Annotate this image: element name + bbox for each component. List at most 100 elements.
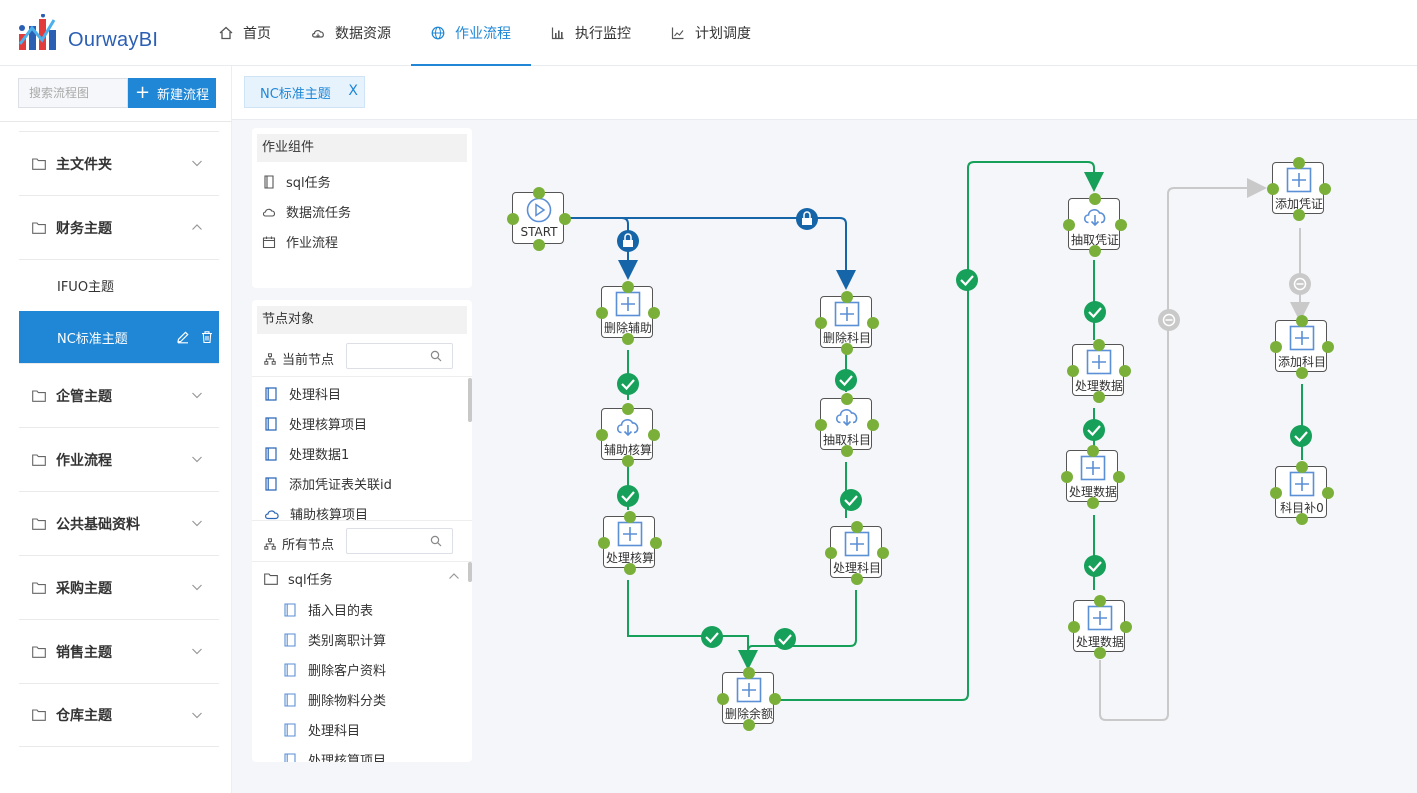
all-node-item[interactable]: 删除客户资料 (284, 660, 386, 679)
port-left[interactable] (507, 213, 519, 225)
flow-node-start[interactable]: START (507, 187, 571, 251)
flow-search-input[interactable]: 搜索流程图 (18, 78, 128, 108)
connector-n7-n8[interactable] (772, 161, 1104, 701)
port-top[interactable] (841, 291, 853, 303)
close-icon[interactable]: X (348, 83, 358, 99)
connector-start-n4[interactable] (570, 217, 856, 290)
port-top[interactable] (1087, 445, 1099, 457)
port-bottom[interactable] (1093, 391, 1105, 403)
port-bottom[interactable] (1094, 647, 1106, 659)
port-right[interactable] (648, 307, 660, 319)
brand-logo[interactable]: OurwayBI (18, 13, 178, 54)
tab-nc-standard[interactable]: NC标准主题 X (244, 76, 365, 108)
current-node-item[interactable]: 辅助核算项目 (264, 504, 368, 523)
port-left[interactable] (1063, 219, 1075, 231)
port-left[interactable] (596, 429, 608, 441)
port-bottom[interactable] (624, 563, 636, 575)
port-right[interactable] (1120, 621, 1132, 633)
port-right[interactable] (559, 213, 571, 225)
flow-node-aux-accounting[interactable]: 辅助核算 (596, 403, 660, 467)
port-right[interactable] (867, 419, 879, 431)
flow-node-extract-voucher[interactable]: 抽取凭证 (1063, 193, 1127, 257)
nav-job-flow[interactable]: 作业流程 (431, 0, 511, 66)
port-right[interactable] (867, 317, 879, 329)
nav-execution-monitor[interactable]: 执行监控 (551, 0, 631, 66)
port-bottom[interactable] (1293, 209, 1305, 221)
port-bottom[interactable] (1089, 245, 1101, 257)
port-top[interactable] (1094, 595, 1106, 607)
folder-purchase[interactable]: 采购主题 (19, 555, 219, 619)
port-bottom[interactable] (533, 239, 545, 251)
nav-schedule[interactable]: 计划调度 (671, 0, 751, 66)
port-left[interactable] (1267, 183, 1279, 195)
port-right[interactable] (648, 429, 660, 441)
all-node-item[interactable]: 类别离职计算 (284, 630, 386, 649)
current-node-item[interactable]: 处理核算项目 (265, 414, 367, 433)
all-node-item[interactable]: 处理科目 (284, 720, 360, 739)
flow-node-subject-pad-zero[interactable]: 科目补0 (1270, 461, 1334, 525)
port-top[interactable] (622, 281, 634, 293)
folder-public-base[interactable]: 公共基础资料 (19, 491, 219, 555)
port-right[interactable] (1115, 219, 1127, 231)
all-node-item[interactable]: 处理核算项目 (284, 750, 386, 762)
folder-finance[interactable]: 财务主题 (19, 195, 219, 259)
port-bottom[interactable] (1296, 513, 1308, 525)
port-left[interactable] (598, 537, 610, 549)
port-right[interactable] (1319, 183, 1331, 195)
flow-node-delete-balance[interactable]: 删除余额 (717, 667, 781, 731)
port-bottom[interactable] (851, 573, 863, 585)
folder-main[interactable]: 主文件夹 (19, 131, 219, 195)
port-top[interactable] (624, 511, 636, 523)
port-left[interactable] (1061, 471, 1073, 483)
nav-home[interactable]: 首页 (219, 0, 271, 66)
port-left[interactable] (1067, 365, 1079, 377)
port-bottom[interactable] (1296, 367, 1308, 379)
connector-n6-n7[interactable] (747, 590, 857, 660)
port-top[interactable] (841, 393, 853, 405)
all-nodes-search-input[interactable] (346, 528, 453, 554)
connector-n3-n7[interactable] (627, 580, 758, 670)
port-left[interactable] (1270, 487, 1282, 499)
port-top[interactable] (1093, 339, 1105, 351)
folder-job-flow[interactable]: 作业流程 (19, 427, 219, 491)
flow-node-process-data-1[interactable]: 处理数据 (1067, 339, 1131, 403)
component-dataflow-task[interactable]: 数据流任务 (262, 202, 351, 221)
subfolder-ifuo[interactable]: IFUO主题 (19, 259, 219, 311)
port-left[interactable] (717, 693, 729, 705)
port-bottom[interactable] (622, 333, 634, 345)
port-right[interactable] (1119, 365, 1131, 377)
port-right[interactable] (877, 547, 889, 559)
folder-sales[interactable]: 销售主题 (19, 619, 219, 683)
port-top[interactable] (533, 187, 545, 199)
port-right[interactable] (1322, 341, 1334, 353)
all-nodes-scrollbar[interactable] (468, 562, 472, 582)
port-left[interactable] (825, 547, 837, 559)
port-bottom[interactable] (622, 455, 634, 467)
trash-icon[interactable] (200, 330, 214, 344)
all-nodes-group-sql[interactable]: sql任务 (264, 569, 460, 588)
current-nodes-scrollbar[interactable] (468, 378, 472, 422)
component-sql-task[interactable]: sql任务 (262, 172, 331, 191)
all-node-item[interactable]: 删除物料分类 (284, 690, 386, 709)
port-top[interactable] (1296, 315, 1308, 327)
port-top[interactable] (851, 521, 863, 533)
port-top[interactable] (743, 667, 755, 679)
current-node-item[interactable]: 添加凭证表关联id (265, 474, 392, 493)
port-top[interactable] (1089, 193, 1101, 205)
port-left[interactable] (815, 317, 827, 329)
port-top[interactable] (1293, 157, 1305, 169)
connector-n11-n12[interactable] (1099, 178, 1267, 721)
port-right[interactable] (1322, 487, 1334, 499)
all-node-item[interactable]: 插入目的表 (284, 600, 373, 619)
new-flow-button[interactable]: + 新建流程 (128, 78, 216, 108)
flow-canvas[interactable]: 作业组件 sql任务 数据流任务 作业流程 节点对象 当前节点 (232, 120, 1417, 793)
port-bottom[interactable] (841, 445, 853, 457)
flow-node-delete-subject[interactable]: 删除科目 (815, 291, 879, 355)
component-job-flow[interactable]: 作业流程 (262, 232, 338, 251)
current-node-item[interactable]: 处理科目 (265, 384, 341, 403)
current-node-item[interactable]: 处理数据1 (265, 444, 349, 463)
port-bottom[interactable] (743, 719, 755, 731)
port-right[interactable] (1113, 471, 1125, 483)
folder-warehouse[interactable]: 仓库主题 (19, 683, 219, 747)
flow-node-add-voucher[interactable]: 添加凭证 (1267, 157, 1331, 221)
